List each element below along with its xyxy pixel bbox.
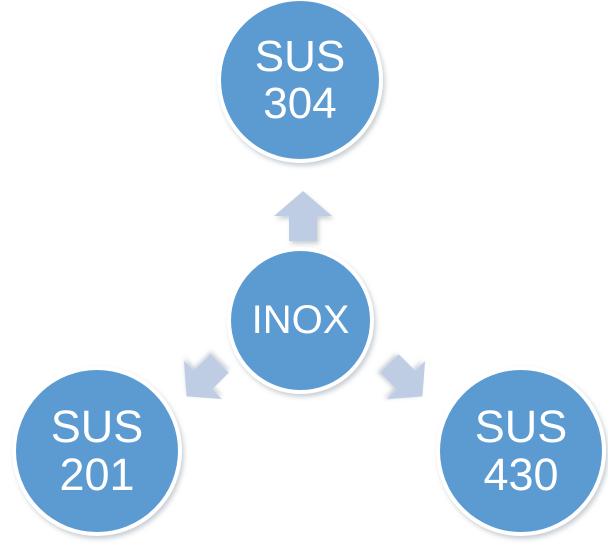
- node-sus-430-label: SUS 430: [474, 400, 568, 500]
- arrow-down-left-icon: [167, 344, 239, 416]
- node-sus-304-label: SUS 304: [254, 31, 346, 128]
- node-sus-201-label: SUS 201: [50, 400, 144, 500]
- arrow-down-right-icon: [370, 344, 442, 416]
- node-sus-430[interactable]: SUS 430: [436, 366, 606, 536]
- node-inox-label: INOX: [251, 298, 350, 343]
- node-inox[interactable]: INOX: [227, 247, 374, 394]
- arrow-up-icon: [274, 191, 332, 241]
- node-sus-304[interactable]: SUS 304: [217, 0, 383, 163]
- node-sus-201[interactable]: SUS 201: [12, 366, 182, 536]
